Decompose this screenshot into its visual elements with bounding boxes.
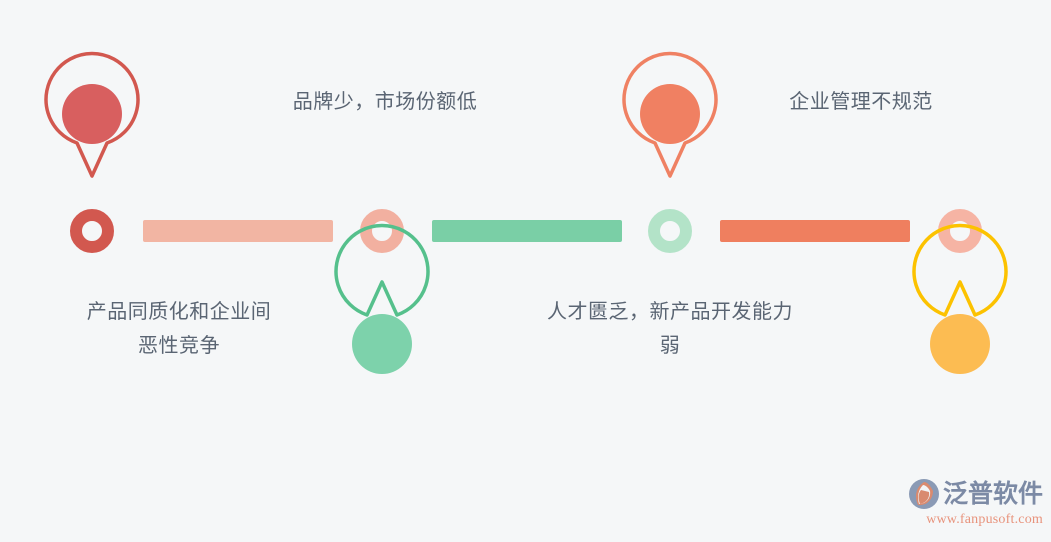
- item-label-1: 品牌少，市场份额低: [292, 91, 478, 113]
- fanpu-logo-icon: [907, 478, 941, 510]
- timeline-node-3: [648, 209, 692, 253]
- pin-marker-green: [334, 223, 430, 400]
- timeline-node-4: [938, 209, 982, 253]
- watermark-logo: 泛普软件 www.fanpusoft.com: [907, 476, 1043, 534]
- logo-row: 泛普软件: [907, 476, 1043, 512]
- pin-marker-red: [44, 51, 140, 180]
- timeline-node-1: [70, 209, 114, 253]
- item-label-3: 企业管理不规范: [789, 91, 933, 113]
- logo-website-url: www.fanpusoft.com: [926, 512, 1043, 527]
- timeline-connector-2: [432, 220, 622, 242]
- logo-brand-name: 泛普软件: [943, 479, 1044, 508]
- item-label-4: 人才匮乏，新产品开发能力 弱: [547, 301, 793, 357]
- timeline-connector-3: [720, 220, 910, 242]
- item-label-2: 产品同质化和企业间 恶性竞争: [86, 301, 272, 357]
- timeline-connector-1: [143, 220, 333, 242]
- pin-marker-yellow: [912, 223, 1008, 400]
- timeline-node-2: [360, 209, 404, 253]
- pin-marker-orange: [622, 51, 718, 180]
